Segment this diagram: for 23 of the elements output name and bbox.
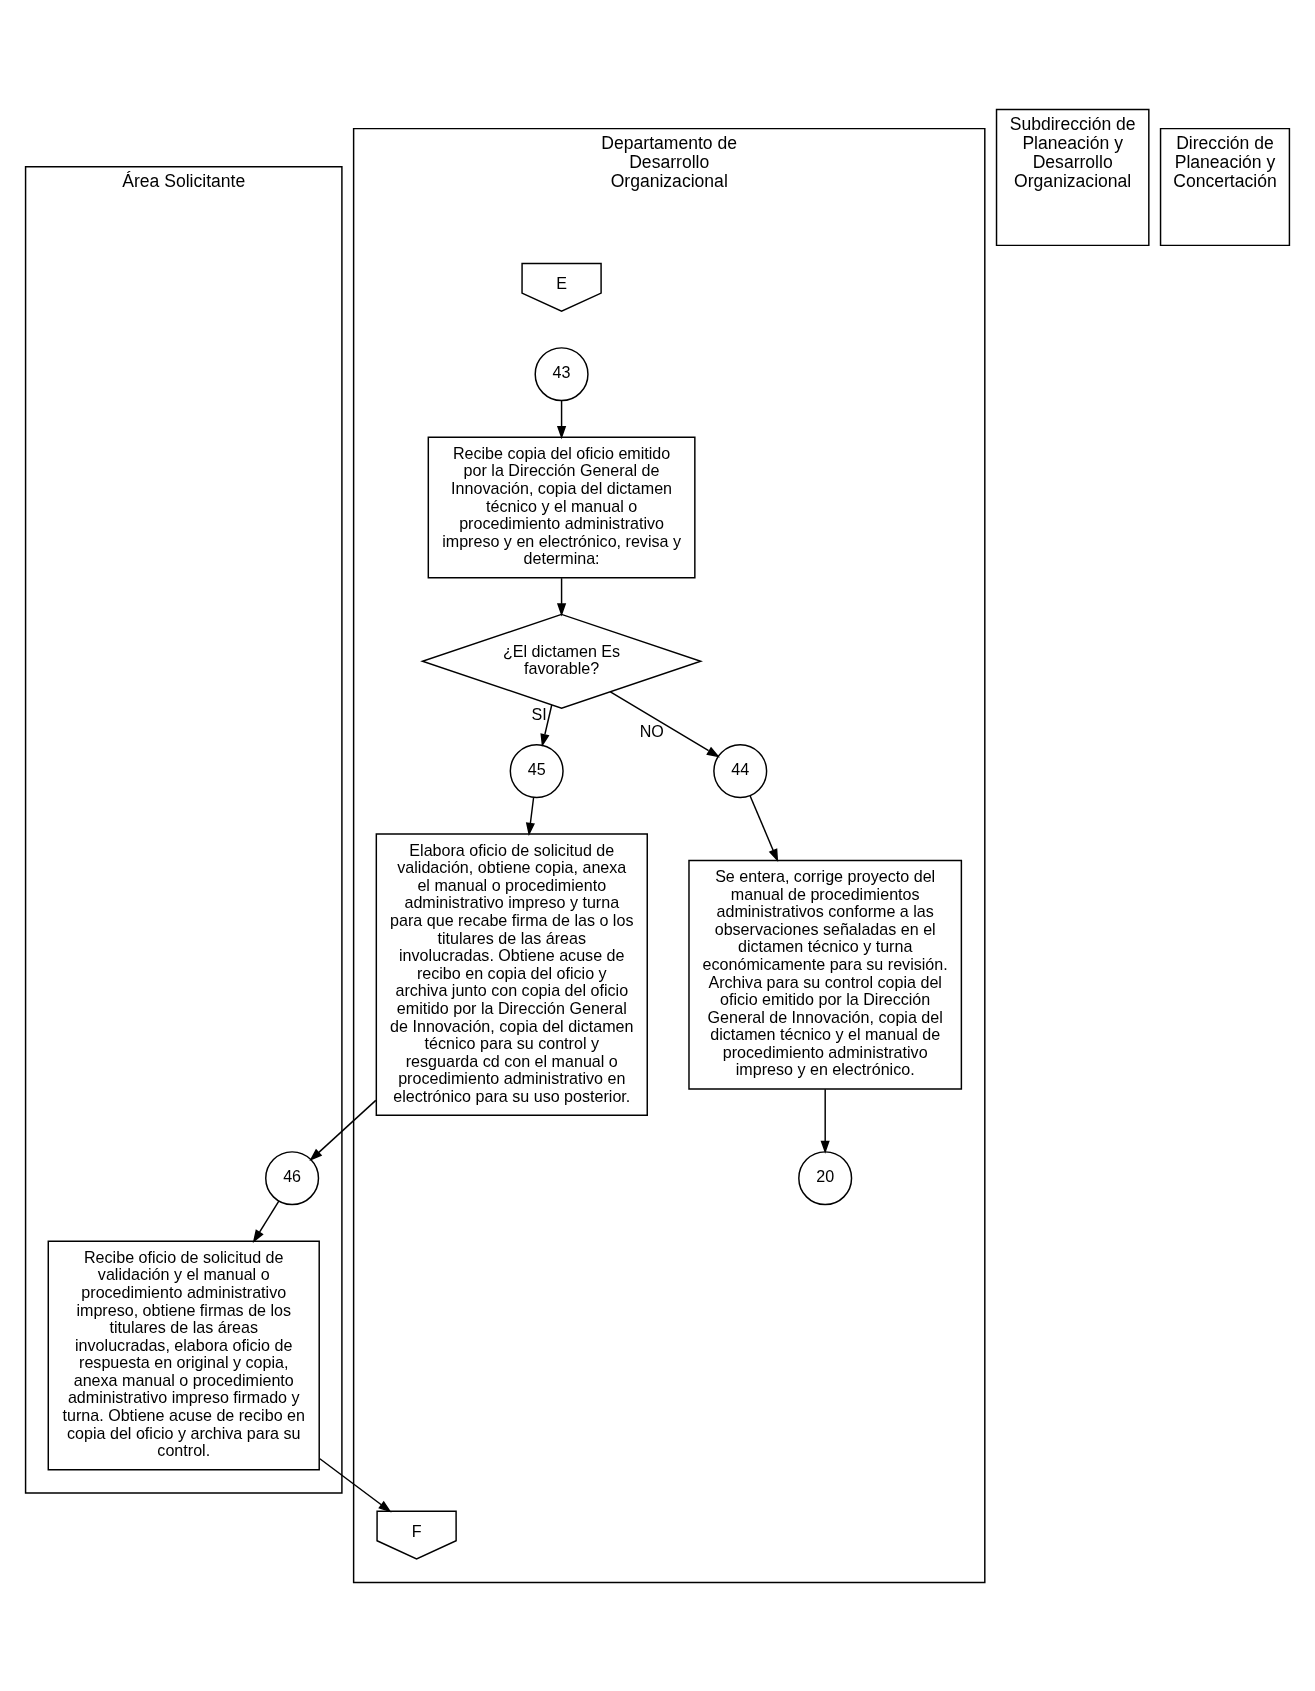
node-diamond: ¿El dictamen Es favorable? [420,613,703,709]
arrow [525,796,536,836]
arrow [540,703,553,747]
node-circle: 43 [534,346,589,401]
edge-label: NO [639,721,664,740]
arrow [609,690,720,757]
node-box: Subdirección de Planeación y Desarrollo Organizacional [995,108,1150,246]
node-circle: 46 [265,1150,320,1205]
arrow [309,1099,377,1161]
node-circle: 45 [509,743,564,798]
node-box: Dirección de Planeación y Concertación [1159,127,1291,246]
arrow [820,1088,830,1154]
arrow [749,794,779,862]
arrow [252,1199,280,1243]
node-circle: 44 [713,743,768,798]
arrow [319,1457,392,1512]
node-box: Recibe oficio de solicitud de validación y el manual o procedimiento administrativo impreso, obtiene firmas de los titulares de las áreas involucradas, elabora oficio de respuesta en original y copia, anexa manual o procedimiento administrativo impreso firmado y turna. Obtiene acuse de recibo en copia del oficio y archiva para su control. [47,1239,320,1470]
node-box: Se entera, corrige proyecto del manual de procedimientos administrativos conforme a las observaciones señaladas en el dictamen técnico y turna económicamente para su revisión. Archiva para su control copia del oficio emitido por la Dirección General de Innovación, copia del dictamen técnico y el manual de procedimiento administrativo impreso y en electrónico. [688,859,963,1090]
arrow [556,399,567,439]
arrow [556,577,567,616]
node-box: Recibe copia del oficio emitido por la Dirección General de Innovación, copia del dictamen técnico y el manual o procedimiento administrativo impreso y en electrónico, revisa y determina: [427,435,696,579]
node-circle: 20 [798,1150,853,1205]
node-box: Elabora oficio de solicitud de validación, obtiene copia, anexa el manual o procedimiento administrativo impreso y turna para que recabe firma de las o los titulares de las áreas involucradas. Obtiene acuse de recibo en copia del oficio y archiva junto con copia del oficio emitido por la Dirección General de Innovación, copia del dictamen técnico para su control y resguarda cd con el manual o procedimiento administrativo en electrónico para su uso posterior. [375,832,648,1116]
